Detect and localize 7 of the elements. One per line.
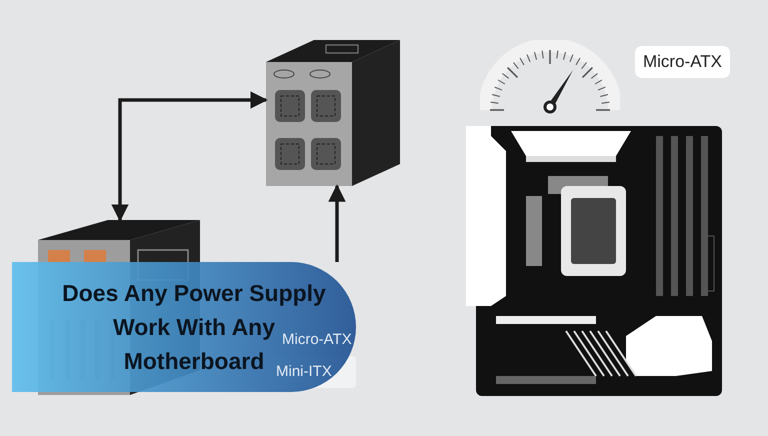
motherboard-drawing xyxy=(466,126,722,396)
form-factor-label: Mini-ITX xyxy=(276,363,332,380)
arrow xyxy=(111,91,268,222)
arrow xyxy=(328,184,346,262)
form-factor-label: Micro-ATX xyxy=(635,46,730,78)
power-supply-drawing xyxy=(266,40,400,186)
form-factor-label: Micro-ATX xyxy=(282,331,352,348)
